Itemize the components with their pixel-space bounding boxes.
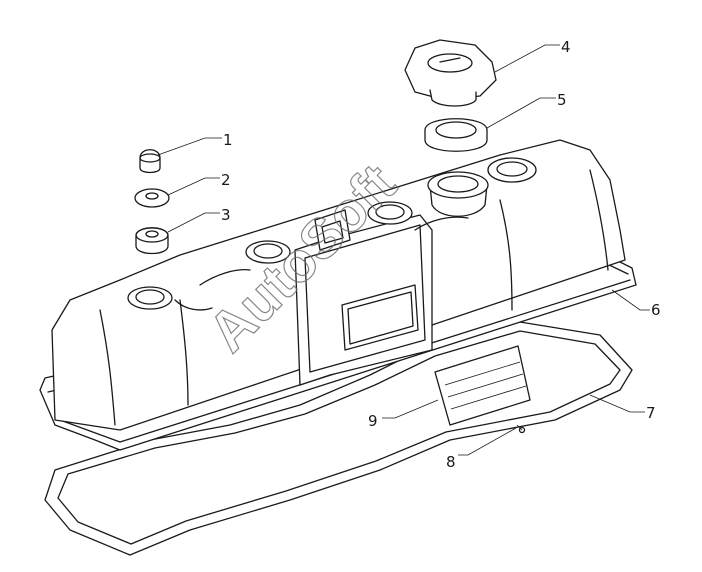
part-5-seal-ring [424, 118, 488, 152]
part-1-cap-nut [139, 149, 161, 174]
callout-5-number: 5 [557, 91, 567, 109]
callout-8-number: 8 [446, 453, 456, 471]
callout-1-number: 1 [223, 131, 233, 149]
callout-4: 4 [494, 38, 571, 73]
callout-8: 8 [446, 427, 517, 471]
callout-2-number: 2 [221, 171, 231, 189]
part-2-washer [134, 188, 170, 208]
callout-7: 7 [589, 394, 656, 422]
valve-cover-body [39, 139, 637, 451]
callout-3-number: 3 [221, 206, 231, 224]
callouts: 1 2 3 4 5 6 7 8 [157, 38, 661, 471]
part-9-nameplate [434, 345, 531, 426]
callout-7-number: 7 [646, 404, 656, 422]
callout-2: 2 [167, 171, 231, 196]
part-4-filler-cap [404, 39, 497, 107]
callout-3: 3 [167, 206, 231, 233]
callout-5: 5 [486, 91, 567, 129]
callout-4-number: 4 [561, 38, 571, 56]
callout-9-number: 9 [368, 412, 378, 430]
callout-6: 6 [611, 289, 661, 319]
part-8-rivet [516, 424, 526, 434]
part-7-gasket [44, 321, 633, 556]
callout-6-number: 6 [651, 301, 661, 319]
callout-9: 9 [368, 399, 439, 430]
part-3-grommet [135, 227, 169, 255]
callout-1: 1 [157, 131, 233, 156]
